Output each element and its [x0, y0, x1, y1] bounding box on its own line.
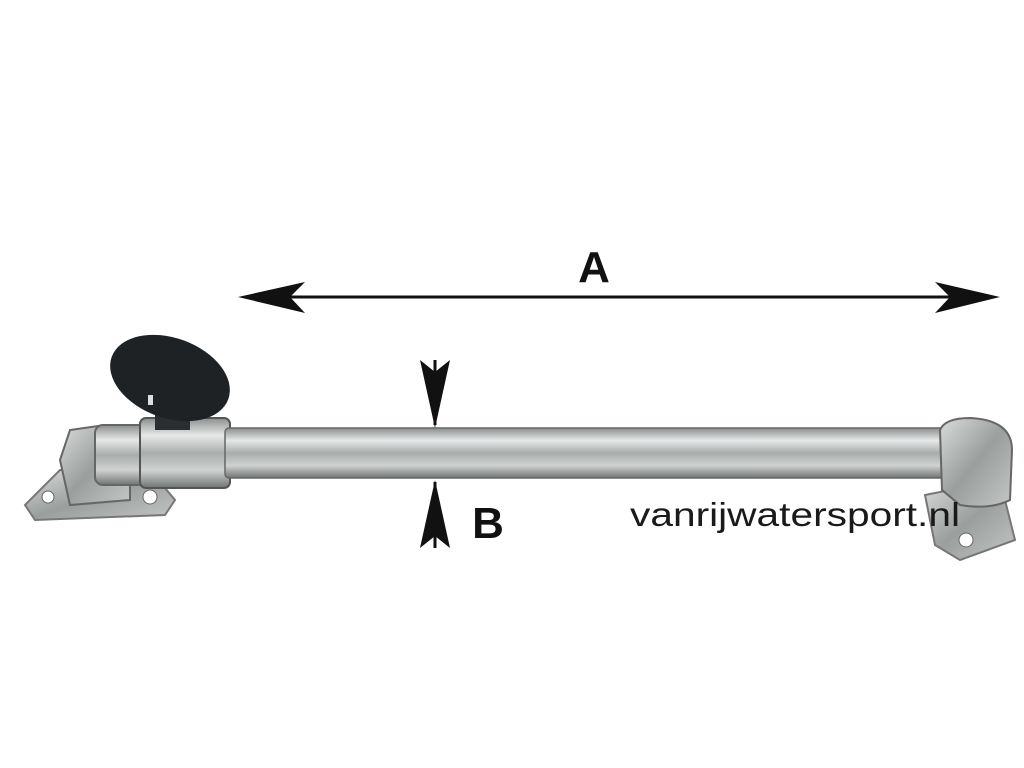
dimension-b-arrows	[420, 360, 450, 548]
dimension-a-arrow	[238, 282, 1000, 313]
telescopic-rod	[224, 427, 956, 479]
dimension-a-label: A	[578, 243, 610, 292]
right-mount-bracket	[923, 416, 1017, 562]
watermark: vanrijwatersport.nl	[630, 496, 960, 533]
locking-knob	[110, 334, 230, 430]
left-mount-bracket	[23, 417, 231, 522]
dimension-b-label: B	[472, 499, 504, 548]
